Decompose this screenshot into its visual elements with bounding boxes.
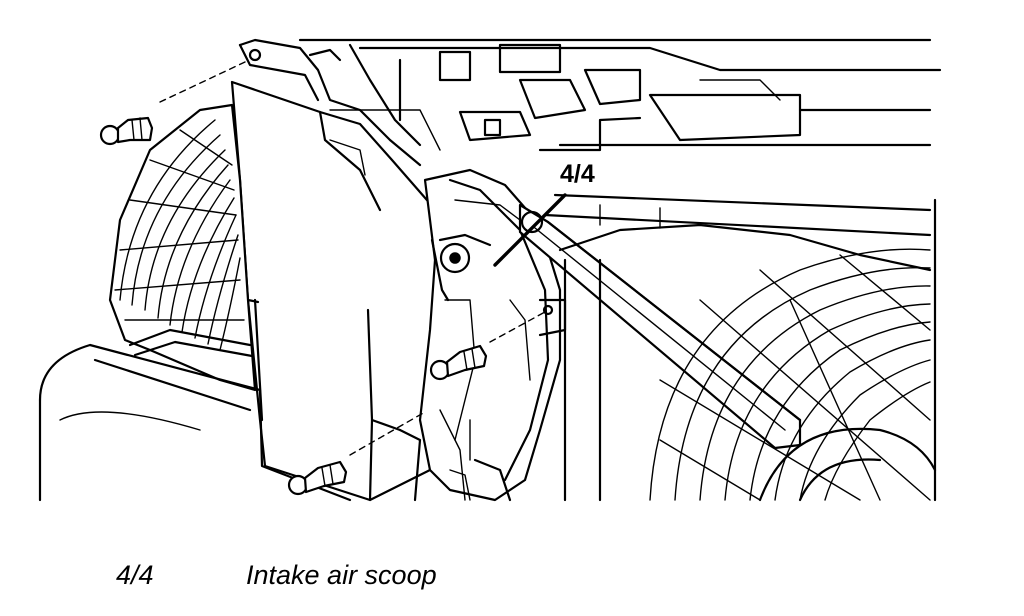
screw-upper-left [99,61,246,146]
legend-description: Intake air scoop [246,560,437,590]
left-fan-grille [108,103,257,392]
intake-air-scoop [418,168,567,502]
callout-label: 4/4 [560,160,595,188]
legend-row: 4/4 Intake air scoop [0,560,1024,600]
screw-lower [287,411,426,496]
callout-4-4: 4/4 [493,160,595,267]
support-bar [518,203,802,450]
lower-body-panel [38,343,352,502]
right-fan-grille [558,198,937,502]
lower-center-details [370,409,471,502]
screw-middle [429,311,546,381]
legend-ref: 4/4 [116,560,154,590]
engine-bay-background [238,38,942,237]
